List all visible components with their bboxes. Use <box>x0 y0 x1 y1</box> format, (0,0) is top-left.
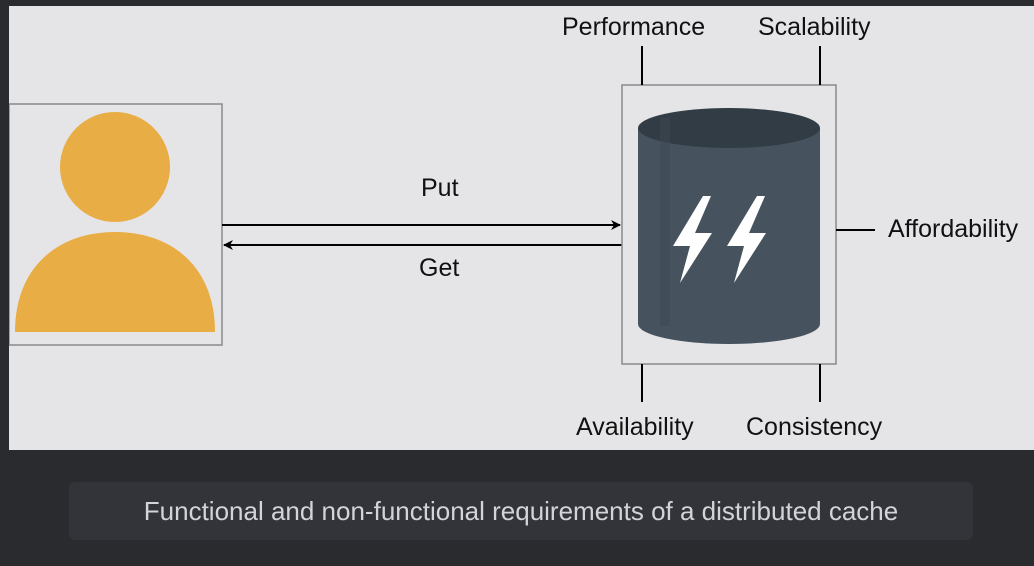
cache-database-icon <box>638 108 820 344</box>
get-label: Get <box>419 254 460 282</box>
user-node <box>9 103 223 346</box>
scalability-label: Scalability <box>758 13 871 41</box>
diagram-canvas: Put Get Performance Scalability Affordab… <box>9 6 1034 450</box>
user-icon <box>15 112 215 332</box>
caption-text: Functional and non-functional requiremen… <box>143 495 899 526</box>
cache-node <box>621 84 837 365</box>
performance-label: Performance <box>562 13 706 41</box>
diagram-drawing <box>9 46 875 402</box>
lightning-icon <box>673 196 766 283</box>
put-label: Put <box>421 174 459 202</box>
caption-box: Functional and non-functional requiremen… <box>69 482 973 540</box>
availability-label: Availability <box>576 413 694 441</box>
affordability-label: Affordability <box>888 215 1019 243</box>
consistency-label: Consistency <box>746 413 883 441</box>
